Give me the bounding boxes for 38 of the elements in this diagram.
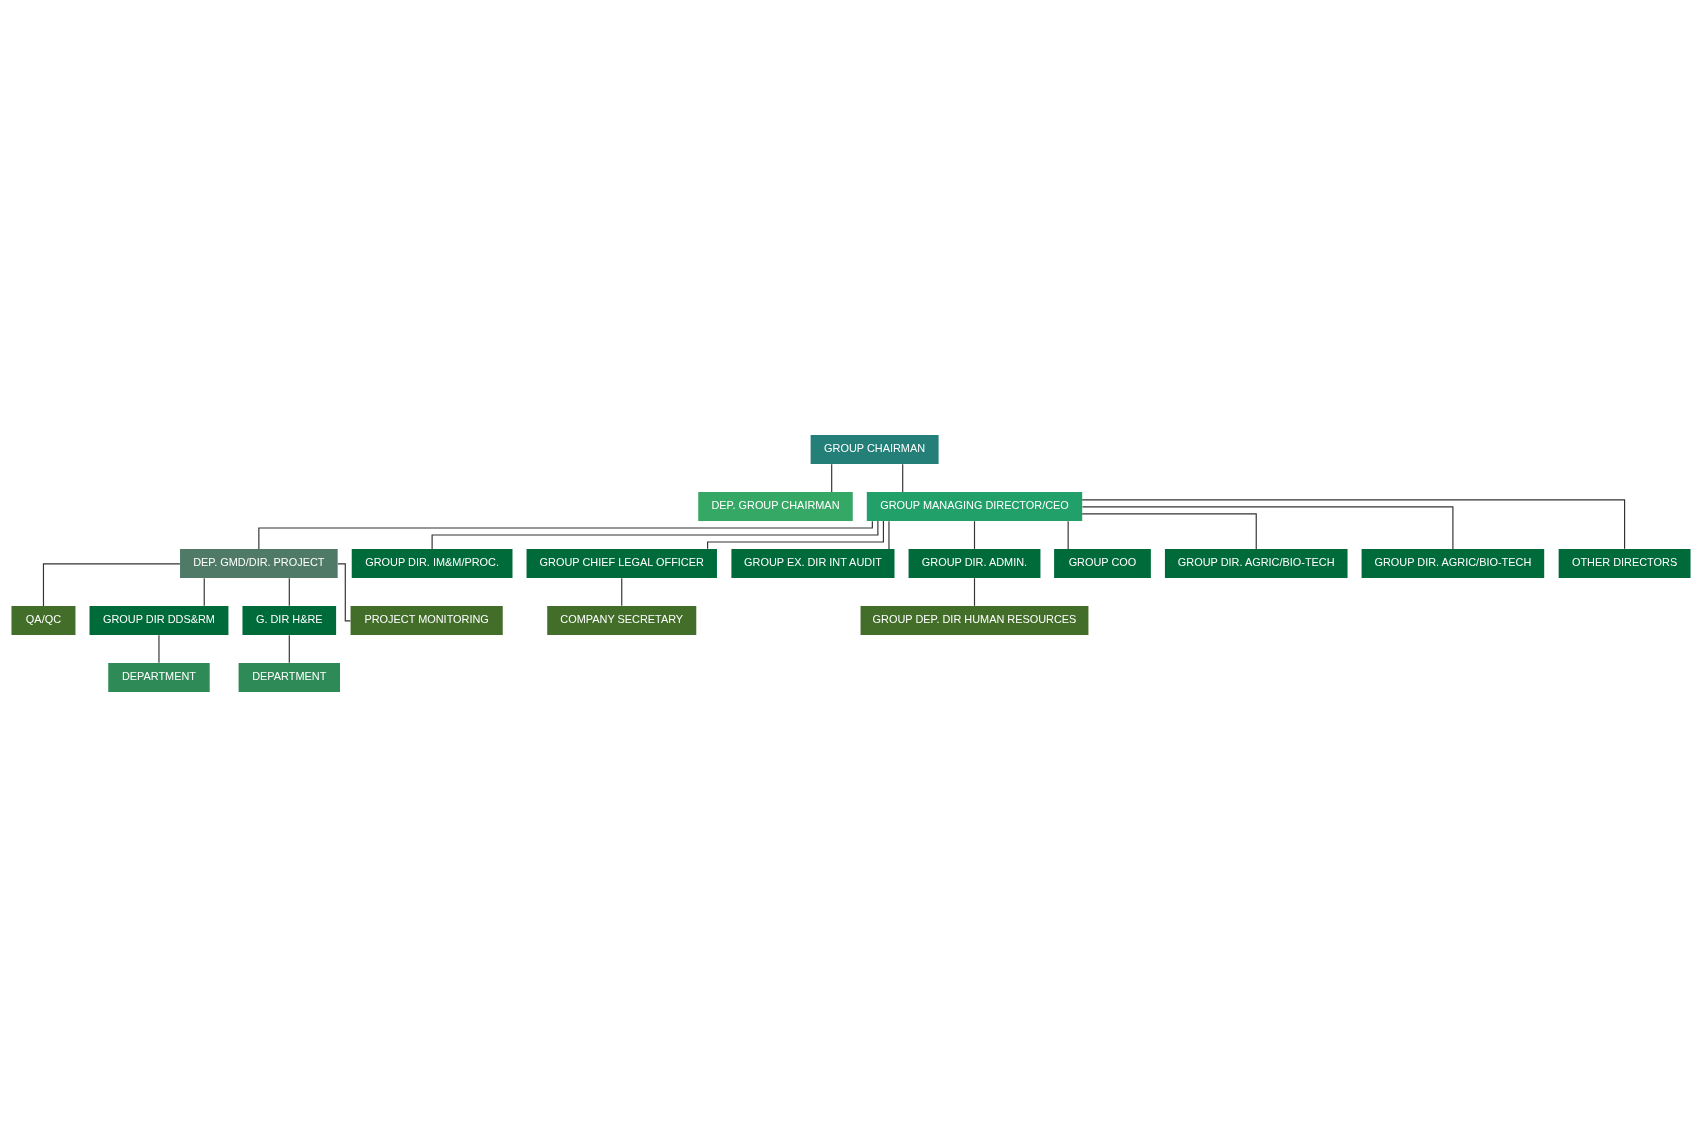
node-box: GROUP DEP. DIR HUMAN RESOURCES bbox=[860, 606, 1089, 635]
node-box: GROUP CHAIRMAN bbox=[810, 435, 939, 464]
connector bbox=[42, 563, 181, 607]
node-box: DEPARTMENT bbox=[108, 663, 210, 692]
connector bbox=[288, 577, 290, 607]
node-box: GROUP DIR. ADMIN. bbox=[908, 549, 1041, 578]
connector bbox=[288, 634, 290, 664]
connector bbox=[707, 520, 884, 550]
node-box: GROUP DIR. IM&M/PROC. bbox=[351, 549, 513, 578]
node-box: QA/QC bbox=[11, 606, 76, 635]
node-box: GROUP EX. DIR INT AUDIT bbox=[731, 549, 895, 578]
node-box: GROUP CHIEF LEGAL OFFICER bbox=[526, 549, 717, 578]
node-box: GROUP MANAGING DIRECTOR/CEO bbox=[866, 492, 1083, 521]
connector bbox=[1067, 520, 1069, 550]
connector bbox=[973, 520, 976, 550]
node-box: GROUP DIR. AGRIC/BIO-TECH bbox=[1361, 549, 1545, 578]
node-box: GROUP DIR. AGRIC/BIO-TECH bbox=[1164, 549, 1348, 578]
connector bbox=[831, 463, 833, 493]
connector bbox=[203, 577, 205, 607]
connector bbox=[621, 577, 623, 607]
node-box: DEP. GROUP CHAIRMAN bbox=[698, 492, 853, 521]
connector bbox=[902, 463, 904, 493]
node-box: DEP. GMD/DIR. PROJECT bbox=[180, 549, 338, 578]
node-box: DEPARTMENT bbox=[238, 663, 340, 692]
node-box: COMPANY SECRETARY bbox=[547, 606, 697, 635]
connector bbox=[337, 563, 351, 622]
node-box: GROUP DIR DDS&RM bbox=[89, 606, 229, 635]
connector bbox=[1081, 506, 1454, 550]
connector bbox=[1081, 499, 1626, 550]
connector bbox=[158, 634, 160, 664]
node-box: PROJECT MONITORING bbox=[350, 606, 503, 635]
connector bbox=[431, 520, 879, 550]
node-box: GROUP COO bbox=[1054, 549, 1151, 578]
connector bbox=[973, 577, 976, 607]
node-box: OTHER DIRECTORS bbox=[1558, 549, 1691, 578]
connector bbox=[1081, 513, 1257, 550]
node-box: G. DIR H&RE bbox=[242, 606, 337, 635]
connector bbox=[888, 520, 890, 550]
